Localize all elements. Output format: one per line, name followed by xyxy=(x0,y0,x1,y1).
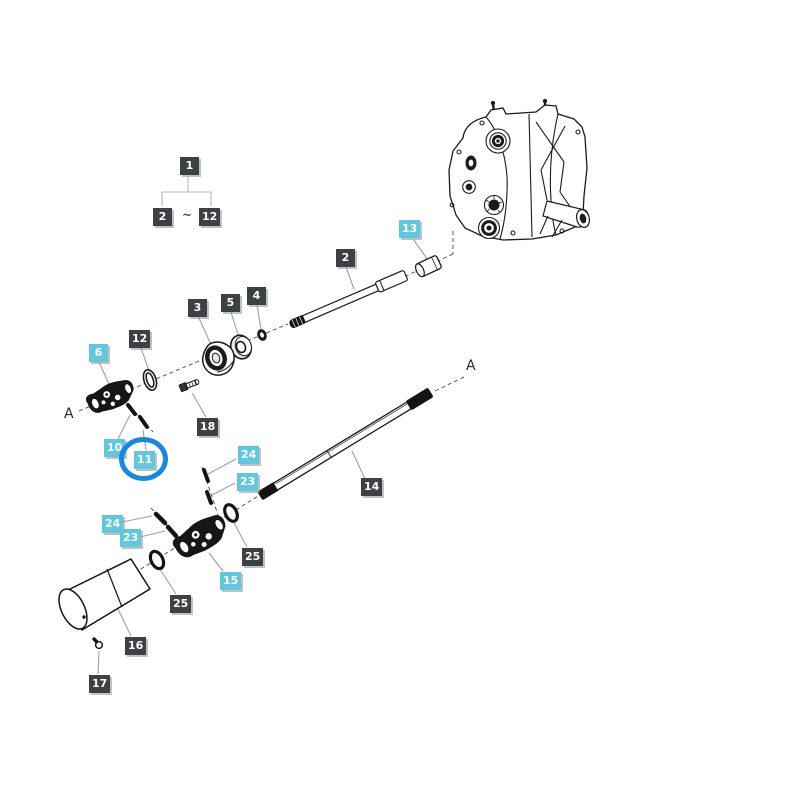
part-label-14[interactable]: 14 xyxy=(361,478,383,496)
leader-lines xyxy=(97,238,429,675)
cone-guard-16-drawing xyxy=(58,558,151,631)
part-label-12[interactable]: 12 xyxy=(129,330,151,348)
screw-17-drawing xyxy=(92,637,104,650)
pto-shaft-2-drawing xyxy=(289,270,408,329)
part-label-2[interactable]: 2 xyxy=(336,249,355,267)
part-label-10[interactable]: 10 xyxy=(104,439,126,457)
group-label-1[interactable]: 1 xyxy=(180,157,199,175)
part-label-4[interactable]: 4 xyxy=(247,287,266,305)
part-label-11[interactable]: 11 xyxy=(134,451,156,469)
part-label-18[interactable]: 18 xyxy=(197,418,219,436)
range-label-12[interactable]: 12 xyxy=(199,208,221,226)
part-label-3[interactable]: 3 xyxy=(188,299,207,317)
ring-5-drawing xyxy=(229,334,253,360)
part-label-24[interactable]: 24 xyxy=(238,446,260,464)
part-label-16[interactable]: 16 xyxy=(125,637,147,655)
part-label-25[interactable]: 25 xyxy=(242,548,264,566)
shaft-14-drawing xyxy=(258,388,433,500)
oring-25-drawings xyxy=(148,503,239,571)
washer-4-drawing xyxy=(257,329,267,341)
part-label-23[interactable]: 23 xyxy=(237,473,259,491)
pins-24-23-lower-drawing xyxy=(153,511,179,539)
section-marker-a-right: A xyxy=(466,358,476,374)
coupling-13-drawing xyxy=(414,255,442,278)
oring-12-drawing xyxy=(142,369,158,391)
part-label-6[interactable]: 6 xyxy=(89,344,108,362)
part-label-23[interactable]: 23 xyxy=(120,529,142,547)
pins-24-23-upper-drawing xyxy=(202,468,213,505)
range-label-2[interactable]: 2 xyxy=(153,208,172,226)
part-label-17[interactable]: 17 xyxy=(89,675,111,693)
part-label-13[interactable]: 13 xyxy=(399,220,421,238)
part-label-24[interactable]: 24 xyxy=(102,515,124,533)
part-label-5[interactable]: 5 xyxy=(221,294,240,312)
tree-bracket-lines xyxy=(161,176,212,206)
part-label-15[interactable]: 15 xyxy=(220,572,242,590)
part-label-25[interactable]: 25 xyxy=(170,595,192,613)
range-tilde: ~ xyxy=(181,208,193,222)
bolt-18-drawing xyxy=(178,379,200,393)
gearbox-drawing xyxy=(448,98,590,241)
ujoint-6-drawing xyxy=(83,375,139,418)
bearing-flange-3-drawing xyxy=(202,341,235,376)
section-marker-a-left: A xyxy=(64,406,74,422)
ujoint-15-drawing xyxy=(169,509,233,564)
pins-10-11-drawing xyxy=(126,403,149,429)
